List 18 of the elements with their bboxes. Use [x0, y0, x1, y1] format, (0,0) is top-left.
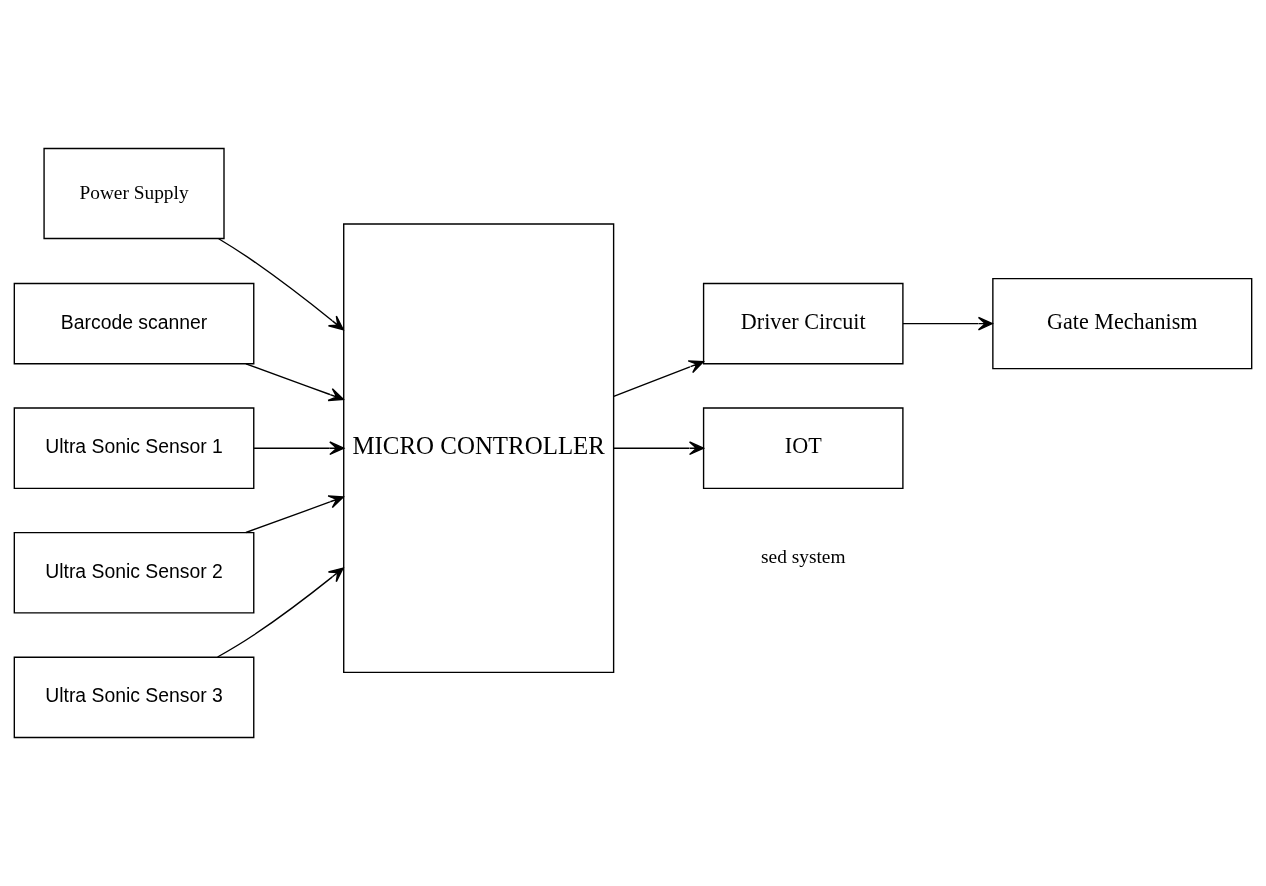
node-box: Ultra Sonic Sensor 1 — [13, 407, 255, 489]
arrow — [613, 360, 705, 398]
node-box: IOT — [702, 407, 904, 489]
arrow — [253, 441, 345, 456]
node-box: Ultra Sonic Sensor 3 — [13, 656, 255, 739]
arrow — [902, 316, 994, 331]
arrow — [245, 495, 344, 534]
label: sed system — [761, 545, 846, 567]
node-box: Power Supply — [43, 147, 225, 240]
arrow — [245, 363, 344, 402]
node-box: Barcode scanner — [13, 282, 255, 365]
node-box: Driver Circuit — [702, 282, 904, 365]
arrow — [216, 567, 344, 658]
node-box: MICRO CONTROLLER — [343, 223, 615, 674]
arrow — [613, 441, 705, 456]
arrow — [218, 238, 344, 331]
node-box: Gate Mechanism — [992, 277, 1253, 370]
node-box: Ultra Sonic Sensor 2 — [13, 531, 255, 614]
